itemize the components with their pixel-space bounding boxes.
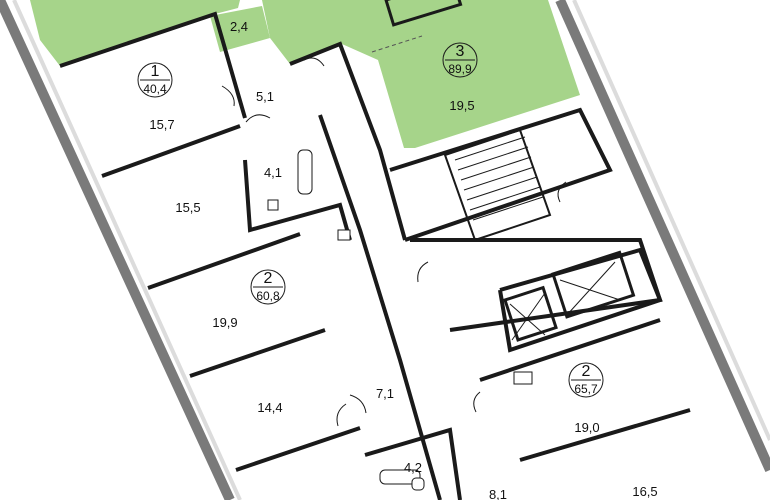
- stairwell: [443, 128, 552, 242]
- apt-1-rooms: 1: [151, 63, 160, 80]
- elevators: [503, 250, 636, 342]
- room-area-8-1: 8,1: [489, 487, 507, 500]
- apt-2b-total-area: 65,7: [574, 382, 598, 396]
- apt3-fill-top-left: [30, 0, 240, 66]
- door-swings: [221, 57, 567, 427]
- apt3-dashed-divider: [371, 35, 423, 53]
- apt3-fill-loggia: [210, 6, 270, 52]
- apt-1-total-area: 40,4: [143, 82, 167, 96]
- outer-wall-right: [555, 0, 770, 473]
- room-area-15-7: 15,7: [149, 117, 174, 132]
- apartment-3-highlight[interactable]: [30, 0, 580, 148]
- badge-apt-3[interactable]: 3 89,9: [442, 42, 478, 78]
- apt-2a-total-area: 60,8: [256, 289, 280, 303]
- apt3-fill-main: [262, 0, 580, 148]
- room-area-19-5: 19,5: [449, 98, 474, 113]
- room-area-5-1: 5,1: [256, 89, 274, 104]
- apt-2b-rooms: 2: [582, 363, 591, 380]
- apt3-inner-wall-1: [384, 0, 463, 27]
- room-area-7-1: 7,1: [376, 386, 394, 401]
- badge-apt-1[interactable]: 1 40,4: [137, 62, 173, 98]
- room-area-19-0: 19,0: [574, 420, 599, 435]
- interior-walls: [59, 11, 691, 500]
- room-area-labels: 2,4 19,5 15,7 5,1 4,1 15,5 19,9 14,4 7,1…: [149, 19, 657, 500]
- room-area-19-9: 19,9: [212, 315, 237, 330]
- badge-apt-2a[interactable]: 2 60,8: [250, 269, 286, 305]
- apt-2a-rooms: 2: [264, 270, 273, 287]
- badge-apt-2b[interactable]: 2 65,7: [568, 362, 604, 398]
- room-area-16-5: 16,5: [632, 484, 657, 499]
- room-area-4-2: 4,2: [404, 460, 422, 475]
- room-area-4-1: 4,1: [264, 165, 282, 180]
- room-area-2-4: 2,4: [230, 19, 248, 34]
- outer-wall-left: [0, 0, 242, 500]
- bathroom-fixtures: [267, 149, 533, 491]
- apt-3-rooms: 3: [456, 43, 465, 60]
- room-area-14-4: 14,4: [257, 400, 282, 415]
- apt-3-total-area: 89,9: [448, 62, 472, 76]
- room-area-15-5: 15,5: [175, 200, 200, 215]
